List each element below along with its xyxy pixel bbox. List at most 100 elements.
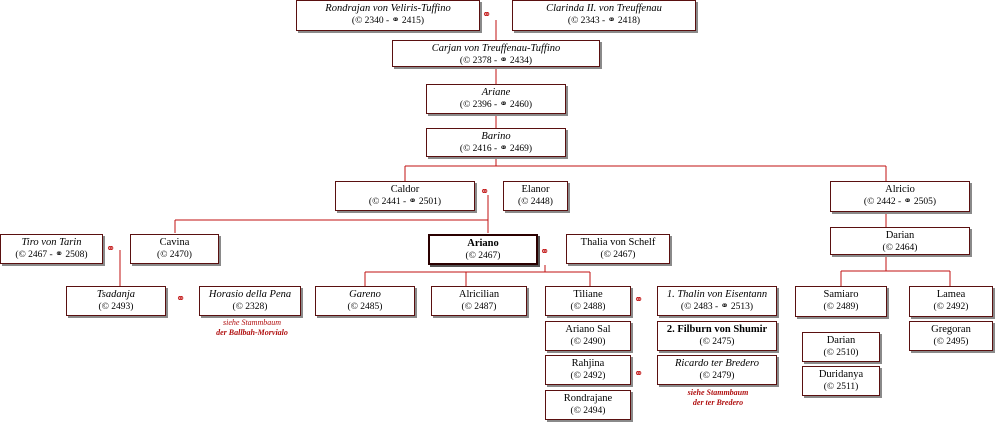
person-name: 1. Thalin von Eisentann xyxy=(666,289,768,300)
person-name: 2. Filburn von Shumir xyxy=(666,324,768,335)
person-name: Clarinda II. von Treuffenau xyxy=(546,3,662,14)
person-name: Tsadanja xyxy=(96,289,136,300)
person-duridanya[interactable]: Duridanya (© 2511) xyxy=(802,366,880,396)
person-name: Thalia von Schelf xyxy=(580,237,656,248)
person-darian[interactable]: Darian (© 2464) xyxy=(830,227,970,255)
person-dates: (© 2328) xyxy=(232,302,268,312)
family-tree-reference-note[interactable]: siehe Stammbaum der ter Bredero xyxy=(668,388,768,408)
person-dates: (© 2487) xyxy=(461,302,497,312)
person-ariano-sal[interactable]: Ariano Sal (© 2490) xyxy=(545,321,631,351)
person-dates: (© 2488) xyxy=(570,302,606,312)
person-dates: (© 2464) xyxy=(882,243,918,253)
person-gregoran[interactable]: Gregoran (© 2495) xyxy=(909,321,993,351)
marriage-symbol: ⚭ xyxy=(176,293,186,305)
person-alricilian[interactable]: Alricilian (© 2487) xyxy=(431,286,527,316)
note-line-1: siehe Stammbaum xyxy=(687,388,749,397)
person-name: Elanor xyxy=(521,184,550,195)
marriage-symbol: ⚭ xyxy=(482,9,492,21)
person-dates: (© 2483 - ⚭ 2513) xyxy=(680,302,754,312)
person-name: Rondrajane xyxy=(563,393,613,404)
person-dates: (© 2490) xyxy=(570,337,606,347)
person-dates: (© 2485) xyxy=(347,302,383,312)
person-name: Ricardo ter Bredero xyxy=(675,358,759,369)
person-dates: (© 2470) xyxy=(157,250,192,260)
person-dates: (© 2493) xyxy=(98,302,134,312)
person-name: Caldor xyxy=(390,184,420,195)
person-dates: (© 2467) xyxy=(465,251,501,261)
person-name: Darian xyxy=(885,230,915,241)
person-dates: (© 2511) xyxy=(823,382,859,392)
person-name: Gregoran xyxy=(931,324,971,335)
person-name: Ariano Sal xyxy=(565,324,611,335)
person-name: Horasio della Pena xyxy=(208,289,292,300)
person-name: Barino xyxy=(481,131,511,142)
family-tree-reference-note[interactable]: siehe Stammbaum der Ballbah-Morvialo xyxy=(196,318,308,338)
person-name: Darian xyxy=(826,335,856,346)
person-clarinda[interactable]: Clarinda II. von Treuffenau (© 2343 - ⚭ … xyxy=(512,0,696,31)
person-name: Tiliane xyxy=(573,289,603,300)
person-rondrajan[interactable]: Rondrajan von Veliris-Tuffino (© 2340 - … xyxy=(296,0,480,31)
person-name: Carjan von Treuffenau-Tuffino xyxy=(431,43,561,54)
person-lamea[interactable]: Lamea (© 2492) xyxy=(909,286,993,317)
note-line-2: der ter Bredero xyxy=(692,398,744,407)
person-caldor[interactable]: Caldor (© 2441 - ⚭ 2501) xyxy=(335,181,475,211)
person-dates: (© 2343 - ⚭ 2418) xyxy=(567,16,641,26)
person-barino[interactable]: Barino (© 2416 - ⚭ 2469) xyxy=(426,128,566,157)
person-name: Lamea xyxy=(936,289,966,300)
person-carjan[interactable]: Carjan von Treuffenau-Tuffino (© 2378 - … xyxy=(392,40,600,67)
person-tiliane[interactable]: Tiliane (© 2488) xyxy=(545,286,631,316)
person-dates: (© 2340 - ⚭ 2415) xyxy=(351,16,425,26)
person-name: Ariane xyxy=(481,87,511,98)
person-name: Cavina xyxy=(159,237,190,248)
person-dates: (© 2489) xyxy=(823,302,859,312)
person-dates: (© 2378 - ⚭ 2434) xyxy=(459,56,533,66)
person-name: Rondrajan von Veliris-Tuffino xyxy=(325,3,451,14)
person-name: Tiro von Tarin xyxy=(21,237,82,248)
marriage-symbol: ⚭ xyxy=(634,294,644,306)
person-tiro[interactable]: Tiro von Tarin (© 2467 - ⚭ 2508) xyxy=(0,234,103,264)
note-line-1: siehe Stammbaum xyxy=(223,318,281,327)
person-name: Alricio xyxy=(885,184,915,195)
person-ricardo[interactable]: Ricardo ter Bredero (© 2479) xyxy=(657,355,777,385)
marriage-symbol: ⚭ xyxy=(540,246,550,258)
person-dates: (© 2416 - ⚭ 2469) xyxy=(459,144,533,154)
person-dates: (© 2467) xyxy=(600,250,636,260)
person-thalia[interactable]: Thalia von Schelf (© 2467) xyxy=(566,234,670,264)
person-dates: (© 2441 - ⚭ 2501) xyxy=(368,197,442,207)
person-dates: (© 2492) xyxy=(570,371,606,381)
person-name: Ariano xyxy=(467,238,499,249)
marriage-symbol: ⚭ xyxy=(480,186,490,198)
person-ariane[interactable]: Ariane (© 2396 - ⚭ 2460) xyxy=(426,84,566,114)
person-dates: (© 2467 - ⚭ 2508) xyxy=(15,250,88,260)
person-dates: (© 2492) xyxy=(933,302,969,312)
person-gareno[interactable]: Gareno (© 2485) xyxy=(315,286,415,316)
person-rahjina[interactable]: Rahjina (© 2492) xyxy=(545,355,631,385)
person-dates: (© 2442 - ⚭ 2505) xyxy=(863,197,937,207)
person-filburn[interactable]: 2. Filburn von Shumir (© 2475) xyxy=(657,321,777,351)
person-dates: (© 2510) xyxy=(823,348,859,358)
person-dates: (© 2396 - ⚭ 2460) xyxy=(459,100,533,110)
person-dates: (© 2475) xyxy=(699,337,735,347)
marriage-symbol: ⚭ xyxy=(106,243,116,255)
person-darian-2[interactable]: Darian (© 2510) xyxy=(802,332,880,362)
person-horasio[interactable]: Horasio della Pena (© 2328) xyxy=(199,286,301,316)
person-alricio[interactable]: Alricio (© 2442 - ⚭ 2505) xyxy=(830,181,970,212)
person-name: Duridanya xyxy=(818,369,864,380)
person-dates: (© 2479) xyxy=(699,371,735,381)
person-dates: (© 2495) xyxy=(933,337,969,347)
person-ariano[interactable]: Ariano (© 2467) xyxy=(428,234,538,265)
person-rondrajane[interactable]: Rondrajane (© 2494) xyxy=(545,390,631,420)
person-name: Samiaro xyxy=(823,289,859,300)
person-name: Gareno xyxy=(349,289,381,300)
person-samiaro[interactable]: Samiaro (© 2489) xyxy=(795,286,887,317)
person-dates: (© 2494) xyxy=(570,406,606,416)
person-elanor[interactable]: Elanor (© 2448) xyxy=(503,181,568,211)
person-cavina[interactable]: Cavina (© 2470) xyxy=(130,234,219,264)
person-name: Rahjina xyxy=(571,358,605,369)
note-line-2: der Ballbah-Morvialo xyxy=(216,328,288,337)
person-name: Alricilian xyxy=(458,289,500,300)
person-dates: (© 2448) xyxy=(518,197,553,207)
person-thalin[interactable]: 1. Thalin von Eisentann (© 2483 - ⚭ 2513… xyxy=(657,286,777,316)
person-tsadanja[interactable]: Tsadanja (© 2493) xyxy=(66,286,166,316)
